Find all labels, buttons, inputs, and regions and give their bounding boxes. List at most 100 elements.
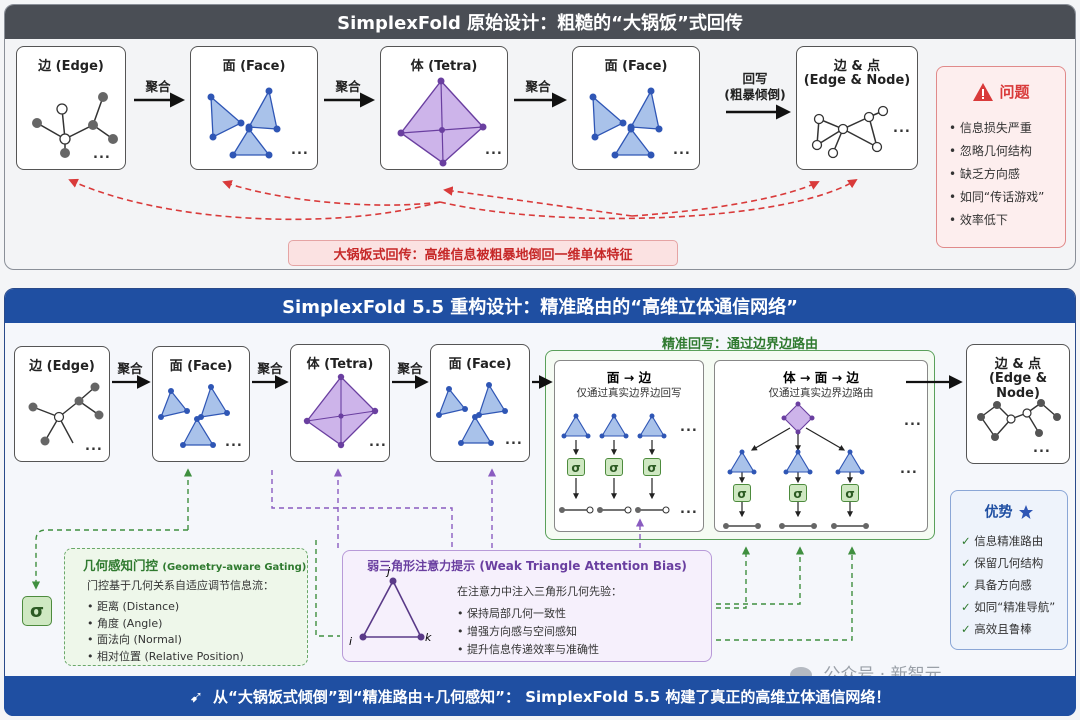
aggregate-label: 聚合 (525, 79, 551, 94)
edge-graph-icon (32, 92, 118, 158)
face-triangles-icon (207, 87, 281, 159)
top-edge-label: 边 (Edge) (38, 59, 104, 74)
top-face1-label: 面 (Face) (222, 59, 286, 74)
face-to-edge-box: 面 → 边 仅通过真实边界边回写 (554, 360, 704, 532)
bottom-face2-box: 面 (Face) ... (430, 344, 530, 462)
face-to-edge-title: 面 → 边 (606, 370, 652, 385)
potluck-writeback-banner: 大锅饭式回传：高维信息被粗暴地倒回一维单体特征 (288, 240, 678, 266)
tetrahedron-icon (397, 77, 487, 167)
edge-node-graph-icon (977, 399, 1061, 441)
face-to-edge-subtitle: 仅通过真实边界边回写 (576, 387, 682, 399)
bottom-edge-node-box: 边 & 点 (Edge & Node) ... (966, 344, 1070, 464)
top-edge-node-label-2: (Edge & Node) (803, 73, 911, 88)
node-j-label: j (387, 565, 391, 578)
issue-item: • 信息损失严重 (949, 121, 1032, 135)
attention-description: 在注意力中注入三角形几何先验： (457, 585, 622, 598)
attention-title: 弱三角形注意力提示 (Weak Triangle Attention Bias) (367, 559, 687, 573)
advantage-item: ✓ 具备方向感 (961, 578, 1032, 592)
advantages-title: 优势 (984, 504, 1013, 521)
issues-box: 问题 • 信息损失严重 • 忽略几何结构 • 缺乏方向感 • 如同“传话游戏” … (936, 66, 1066, 248)
check-icon: ✓ (961, 600, 971, 614)
bottom-face1-label: 面 (Face) (169, 359, 233, 374)
bottom-face1-box: 面 (Face) ... (152, 346, 250, 462)
gating-title: 几何感知门控 (83, 558, 159, 573)
aggregate-label: 聚合 (257, 361, 283, 376)
ellipsis: ... (225, 435, 243, 450)
star-icon (1018, 504, 1033, 519)
gating-item: • 距离 (Distance) (87, 600, 180, 613)
aggregate-label: 聚合 (117, 361, 143, 376)
bottom-edge-node-label-2: (Edge & Node) (988, 371, 1048, 401)
tetrahedron-icon (303, 373, 379, 449)
ellipsis: ... (893, 121, 911, 136)
advantages-list: ✓ 信息精准路由 ✓ 保留几何结构 ✓ 具备方向感 ✓ 如同“精准导航” ✓ 高… (961, 533, 1055, 643)
gating-description: 门控基于几何关系自适应调节信息流： (87, 579, 274, 592)
top-face2-box: 面 (Face) ... (572, 46, 700, 170)
issue-item: • 忽略几何结构 (949, 144, 1032, 158)
issues-list: • 信息损失严重 • 忽略几何结构 • 缺乏方向感 • 如同“传话游戏” • 效… (949, 119, 1044, 234)
gating-item: • 角度 (Angle) (87, 616, 163, 630)
aggregate-label: 聚合 (397, 361, 423, 376)
ellipsis: ... (291, 143, 309, 158)
gating-list: • 距离 (Distance) • 角度 (Angle) • 面法向 (Norm… (87, 599, 244, 665)
triangle-ijk-icon (359, 577, 425, 641)
ellipsis: ... (680, 420, 698, 435)
routing-graphics (559, 401, 869, 529)
ellipsis: ... (485, 143, 503, 158)
sigma-gate: σ (789, 484, 807, 502)
triangle-attention-box: 弱三角形注意力提示 (Weak Triangle Attention Bias)… (342, 550, 712, 662)
top-edge-box: 边 (Edge) ... (16, 46, 126, 170)
advantage-item: ✓ 高效且鲁棒 (961, 622, 1032, 636)
issues-title: 问题 (999, 83, 1030, 101)
aggregate-label: 聚合 (335, 79, 361, 94)
writeback-sub-label: (粗暴倾倒) (724, 87, 786, 102)
ellipsis: ... (680, 502, 698, 517)
advantage-item: ✓ 如同“精准导航” (961, 600, 1056, 614)
sigma-gate: σ (567, 458, 585, 476)
issue-item: • 缺乏方向感 (949, 167, 1020, 181)
original-design-title: SimplexFold 原始设计：粗糙的“大锅饭”式回传 (5, 5, 1075, 39)
issue-item: • 如同“传话游戏” (949, 190, 1045, 204)
vol-face-edge-title: 体 → 面 → 边 (783, 370, 859, 385)
footer-text: 从“大锅饭式倾倒”到“精准路由+几何感知”： SimplexFold 5.5 构… (213, 687, 891, 706)
bottom-edge-node-label-1: 边 & 点 (994, 357, 1042, 372)
ellipsis: ... (1033, 441, 1051, 456)
warning-icon (973, 82, 994, 101)
gating-item: • 相对位置 (Relative Position) (87, 649, 244, 663)
redesign-title: SimplexFold 5.5 重构设计：精准路由的“高维立体通信网络” (5, 289, 1075, 323)
bottom-face2-label: 面 (Face) (448, 357, 512, 372)
sigma-gate: σ (733, 484, 751, 502)
advantage-item: ✓ 保留几何结构 (961, 556, 1044, 570)
gating-title-en: (Geometry-aware Gating) (162, 562, 307, 573)
ellipsis: ... (93, 147, 111, 162)
attention-item: • 提升信息传递效率与准确性 (457, 643, 599, 656)
sigma-gate: σ (643, 458, 661, 476)
advantage-item: ✓ 信息精准路由 (961, 534, 1044, 548)
top-tetra-box: 体 (Tetra) ... (380, 46, 508, 170)
top-arrows (68, 92, 858, 221)
face-triangles-icon (436, 382, 508, 446)
top-edge-node-box: 边 & 点 (Edge & Node) ... (796, 46, 918, 170)
ellipsis: ... (673, 143, 691, 158)
check-icon: ✓ (961, 578, 971, 592)
ellipsis: ... (904, 414, 922, 429)
aggregate-label: 聚合 (145, 79, 171, 94)
check-icon: ✓ (961, 534, 971, 548)
rocket-icon: ➹ (189, 686, 204, 706)
gating-item: • 面法向 (Normal) (87, 633, 182, 646)
ellipsis: ... (900, 462, 918, 477)
check-icon: ✓ (961, 556, 971, 570)
ellipsis: ... (369, 435, 387, 450)
vol-face-edge-box: 体 → 面 → 边 仅通过真实边界边路由 (714, 360, 928, 532)
geometry-gating-box: 几何感知门控 (Geometry-aware Gating) 门控基于几何关系自… (64, 548, 308, 666)
bottom-tetra-label: 体 (Tetra) (306, 357, 374, 372)
top-face1-box: 面 (Face) ... (190, 46, 318, 170)
attention-item: • 保持局部几何一致性 (457, 607, 566, 620)
face-triangles-icon (589, 87, 663, 159)
check-icon: ✓ (961, 622, 971, 636)
face-triangles-icon (158, 384, 230, 448)
attention-list: • 保持局部几何一致性 • 增强方向感与空间感知 • 提升信息传递效率与准确性 (457, 605, 599, 659)
bottom-tetra-box: 体 (Tetra) ... (290, 344, 390, 462)
node-i-label: i (349, 635, 353, 648)
